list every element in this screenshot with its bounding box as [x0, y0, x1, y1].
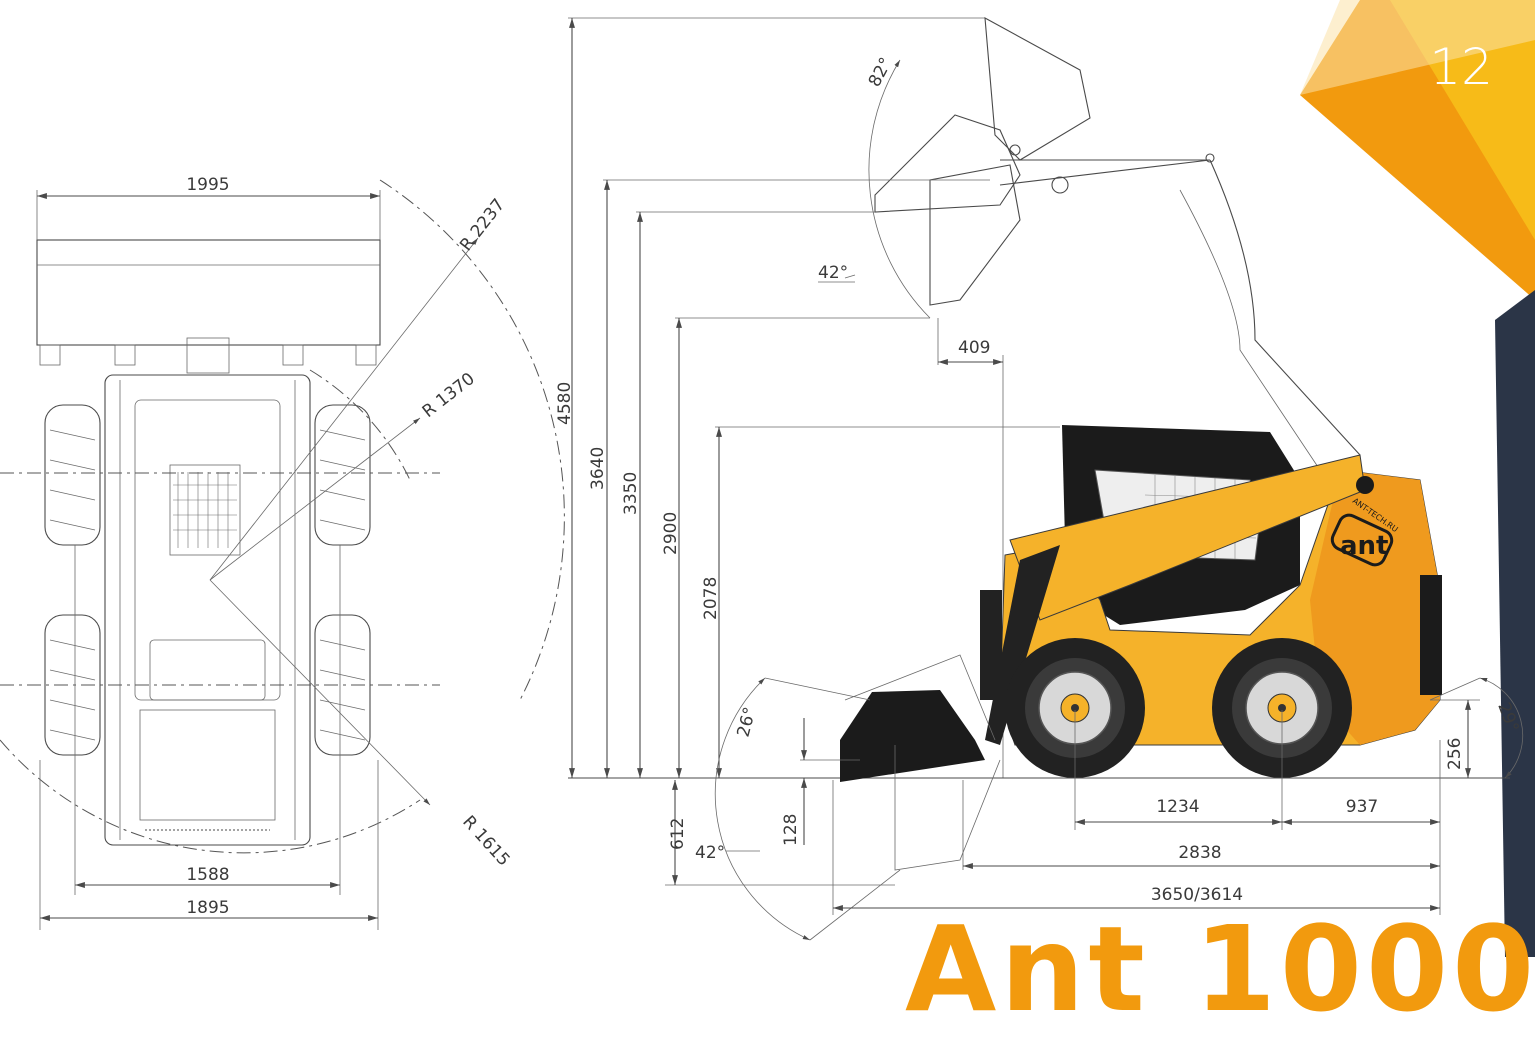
angle-rollback-ground: 26°	[734, 705, 761, 739]
angle-dump-raised: 42°	[818, 263, 848, 283]
angle-dump-ground: 42°	[695, 843, 725, 863]
side-view-height-dims	[568, 17, 1060, 779]
dim-dump-reach: 409	[958, 338, 990, 358]
dim-overall-width: 1895	[186, 898, 229, 918]
dim-hinge-pin-height: 3640	[588, 447, 608, 490]
front-wheel	[1005, 638, 1145, 778]
dim-bucket-width: 1995	[186, 175, 229, 195]
dim-rear-overhang: 937	[1346, 797, 1378, 817]
dim-track-width: 1588	[186, 865, 229, 885]
dim-height-128: 128	[781, 814, 801, 846]
dim-height-2900: 2900	[661, 512, 681, 555]
dim-dump-height: 3350	[621, 472, 641, 515]
skid-steer-side-view: ant ANT-TECH.RU	[840, 425, 1442, 871]
top-bucket	[36, 239, 381, 346]
dim-radius-mid: R 1370	[419, 369, 479, 422]
dim-radius-outer: R 2237	[456, 195, 509, 255]
brand-logo-text: ant	[1340, 531, 1388, 561]
top-wheel-front-right	[314, 404, 371, 546]
dim-overall-height: 4580	[555, 382, 575, 425]
corner-decoration	[1300, 0, 1535, 957]
brand-logo-plate	[1330, 513, 1394, 567]
skid-steer-dimension-drawing: 1995 R 2237 R 1370 R 1615 1588 1895 82° …	[0, 0, 1535, 957]
angle-rollback-raised: 82°	[865, 54, 897, 90]
page-number: 12	[1429, 38, 1493, 96]
top-view-drawing	[0, 179, 565, 930]
dim-wheelbase: 1234	[1156, 797, 1199, 817]
dim-length-no-bucket: 2838	[1178, 843, 1221, 863]
dim-radius-tail: R 1615	[458, 812, 513, 870]
dim-dig-depth: 612	[668, 818, 688, 850]
dim-ground-clearance: 256	[1445, 738, 1465, 770]
dim-length-with-bucket: 3650/3614	[1151, 885, 1243, 905]
dim-cab-height: 2078	[701, 577, 721, 620]
top-wheel-front-left	[44, 404, 101, 546]
side-view-ground-dims	[665, 677, 1524, 941]
side-view-raised-bucket	[818, 17, 1361, 471]
model-title: Ant 1000	[905, 900, 1535, 1038]
